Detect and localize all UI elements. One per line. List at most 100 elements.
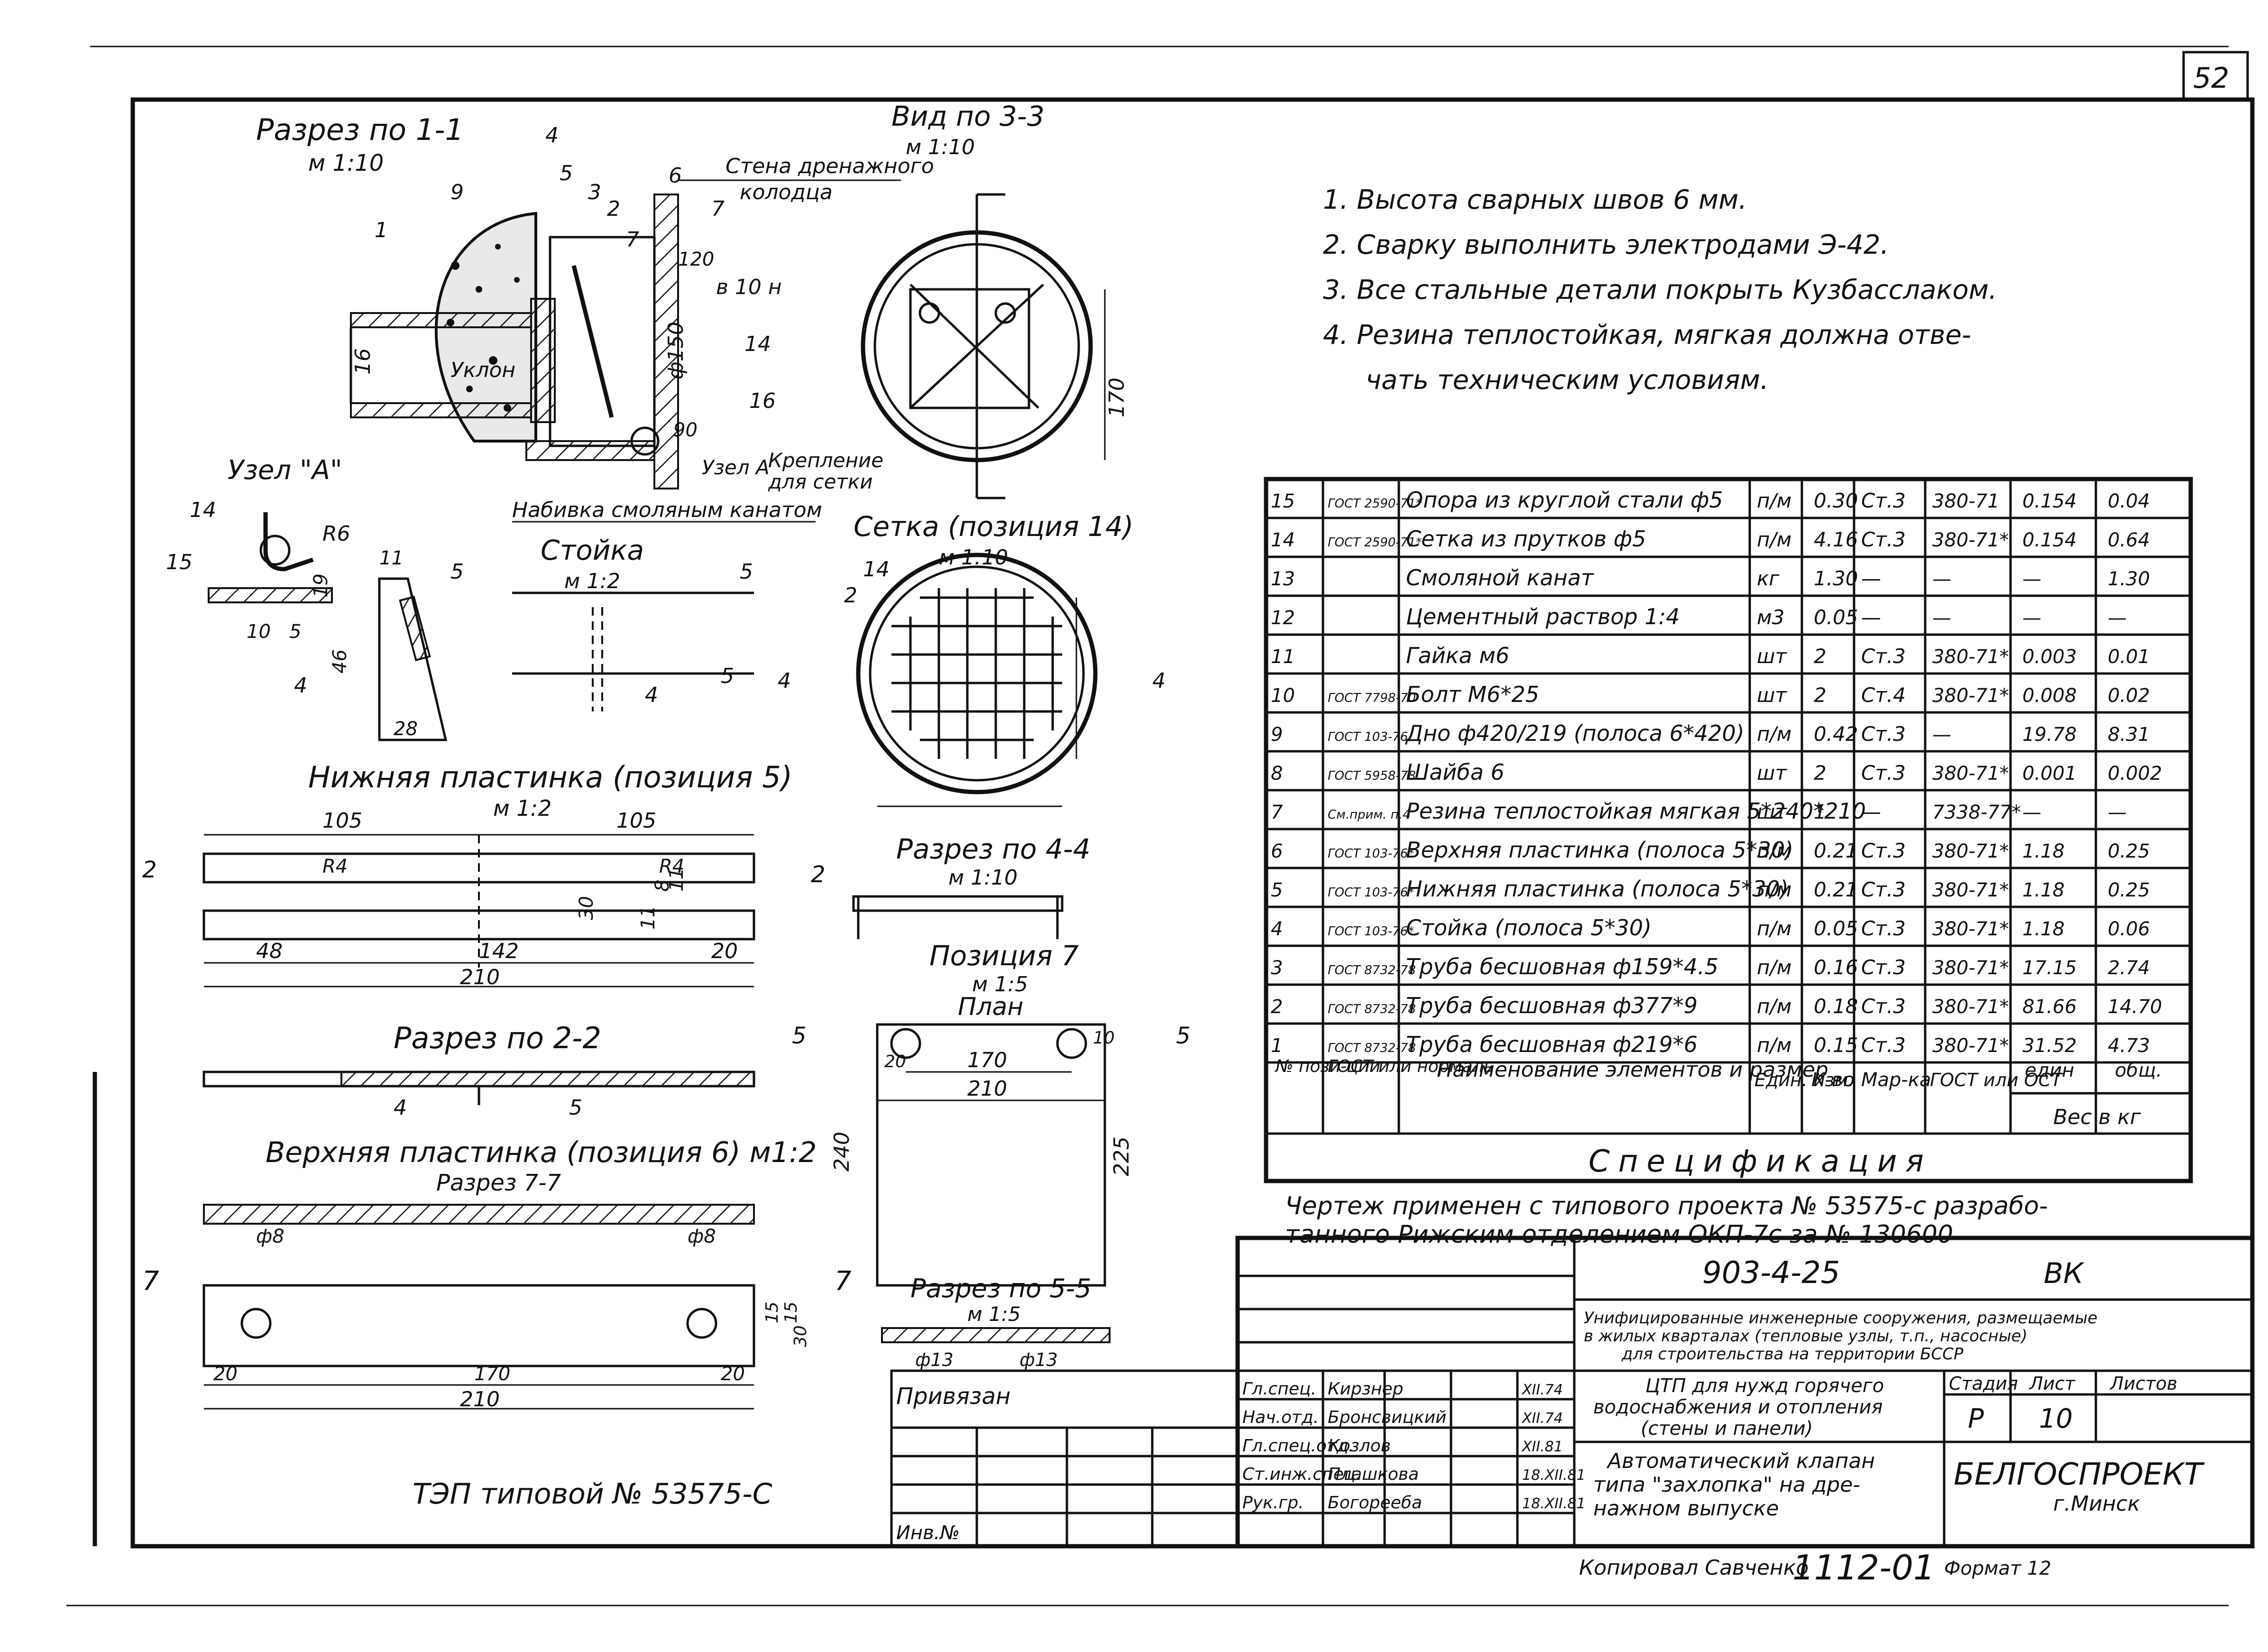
- spec-cell: Шайба 6: [1406, 759, 1505, 785]
- spec-cell: 380-71*: [1932, 918, 2009, 940]
- svg-text:16: 16: [351, 348, 375, 375]
- svg-text:11: 11: [379, 547, 404, 569]
- spec-cell: кг: [1757, 567, 1780, 590]
- svg-text:Разрез 7-7: Разрез 7-7: [436, 1170, 561, 1196]
- spec-cell: 1: [1814, 800, 1827, 823]
- spec-cell: 0.154: [2022, 490, 2077, 512]
- spec-cell: Ст.3: [1861, 917, 1906, 940]
- spec-cell: 12: [1271, 607, 1295, 629]
- svg-text:един: един: [2025, 1060, 2074, 1081]
- valve-flap: [571, 265, 614, 418]
- spec-cell: 0.06: [2108, 918, 2150, 940]
- spec-cell: 0.64: [2108, 529, 2150, 551]
- svg-text:4. Резина теплостойкая, мягка: 4. Резина теплостойкая, мягкая должна от…: [1323, 320, 1971, 351]
- spec-cell: Ст.3: [1861, 956, 1906, 979]
- svg-text:м 1:2: м 1:2: [493, 795, 551, 821]
- spec-cell: 2: [1814, 683, 1827, 707]
- spec-cell: 0.008: [2022, 685, 2077, 707]
- svg-text:3. Все стальные детали покрыт: 3. Все стальные детали покрыть Кузбассла…: [1323, 275, 1997, 305]
- svg-text:ф13: ф13: [915, 1349, 954, 1370]
- svg-text:R4: R4: [322, 856, 348, 877]
- spec-cell: —: [2022, 802, 2041, 823]
- spec-cell: 0.18: [1814, 995, 1858, 1018]
- section-2-2: Разрез по 2-2 4 5: [202, 1021, 755, 1120]
- spec-cell: 3: [1271, 957, 1283, 979]
- spec-cell: 0.001: [2022, 763, 2077, 784]
- svg-text:Уклон: Уклон: [450, 358, 515, 382]
- svg-text:в 10 н: в 10 н: [716, 275, 782, 299]
- spec-cell: ГОСТ 8732-78: [1328, 1002, 1416, 1016]
- spec-cell: 1.30: [2108, 568, 2150, 590]
- svg-text:8: 8: [652, 880, 673, 892]
- svg-text:Узел "А": Узел "А": [228, 455, 342, 486]
- spec-cell: 8.31: [2108, 724, 2150, 746]
- svg-text:28: 28: [394, 718, 418, 740]
- svg-text:ГОСТ или нормаль: ГОСТ или нормаль: [1328, 1057, 1494, 1076]
- spec-cell: 2.74: [2108, 957, 2150, 979]
- signature-cell: XII.74: [1521, 1410, 1563, 1427]
- spec-cell: —: [1861, 800, 1881, 823]
- spec-cell: Ст.3: [1861, 489, 1906, 512]
- svg-text:105: 105: [616, 809, 656, 833]
- spec-cell: 0.04: [2108, 490, 2150, 512]
- svg-text:10: 10: [2039, 1403, 2073, 1434]
- signature-cell: Кирзнер: [1328, 1379, 1404, 1399]
- pipe-top-wall: [350, 312, 532, 328]
- spec-cell: 0.15: [1814, 1034, 1858, 1057]
- spec-cell: 17.15: [2022, 957, 2077, 979]
- spec-cell: 14: [1271, 529, 1295, 551]
- svg-text:210: 210: [967, 1077, 1007, 1101]
- svg-text:210: 210: [460, 965, 500, 989]
- svg-text:Листов: Листов: [2109, 1373, 2177, 1394]
- svg-text:2: 2: [607, 197, 620, 221]
- svg-text:105: 105: [322, 809, 362, 833]
- svg-text:Наименование элементов и разме: Наименование элементов и размер: [1437, 1058, 1828, 1082]
- svg-text:2: 2: [811, 861, 826, 888]
- spec-cell: п/м: [1757, 722, 1791, 746]
- spec-cell: Ст.3: [1861, 722, 1906, 746]
- svg-text:Позиция 7: Позиция 7: [929, 940, 1079, 972]
- svg-text:Автоматический клапан: Автоматический клапан: [1606, 1449, 1875, 1473]
- svg-text:170: 170: [967, 1048, 1007, 1072]
- section-1-1-title: Разрез по 1-1: [256, 112, 464, 147]
- svg-text:Разрез по 4-4: Разрез по 4-4: [896, 833, 1091, 865]
- spec-cell: 0.003: [2022, 646, 2077, 668]
- svg-text:Верхняя пластинка (позиция 6): Верхняя пластинка (позиция 6) м1:2: [266, 1136, 817, 1169]
- spec-cell: Ст.3: [1861, 761, 1906, 784]
- spec-cell: 0.30: [1814, 489, 1858, 512]
- valve-box: [549, 236, 656, 447]
- svg-text:5: 5: [560, 161, 573, 185]
- svg-text:(стены и панели): (стены и панели): [1641, 1418, 1813, 1440]
- svg-text:4: 4: [545, 123, 559, 148]
- view-3-3: Вид по 3-3 м 1:10 170: [861, 100, 1129, 499]
- svg-text:5: 5: [289, 621, 301, 643]
- spec-cell: п/м: [1757, 528, 1791, 551]
- signature-cell: Плашкова: [1328, 1465, 1419, 1484]
- svg-text:120: 120: [678, 249, 714, 270]
- svg-text:для строительства на территори: для строительства на территории БССР: [1621, 1345, 1964, 1364]
- spec-cell: 4.16: [1814, 528, 1858, 551]
- spec-cell: 380-71*: [1932, 646, 2009, 668]
- svg-text:К-во: К-во: [1811, 1069, 1855, 1091]
- signature-cell: Козлов: [1328, 1436, 1391, 1456]
- svg-text:4: 4: [394, 1096, 407, 1120]
- spec-cell: п/м: [1757, 1034, 1791, 1057]
- spec-cell: 0.21: [1814, 878, 1858, 901]
- svg-text:5: 5: [792, 1023, 807, 1049]
- svg-text:11: 11: [666, 868, 688, 892]
- spec-cell: шт: [1757, 683, 1787, 707]
- spec-cell: 0.16: [1814, 956, 1858, 979]
- spec-cell: 8: [1271, 763, 1283, 784]
- spec-cell: п/м: [1757, 878, 1791, 901]
- spec-cell: п/м: [1757, 956, 1791, 979]
- spec-cell: п/м: [1757, 489, 1791, 512]
- spec-cell: Цементный раствор 1:4: [1406, 604, 1680, 629]
- svg-text:90: 90: [673, 419, 698, 441]
- svg-text:20: 20: [711, 939, 738, 963]
- spec-cell: ГОСТ 8732-78: [1328, 963, 1416, 978]
- spec-cell: 9: [1271, 724, 1283, 746]
- svg-text:48: 48: [256, 939, 283, 963]
- spec-cell: Ст.3: [1861, 995, 1906, 1018]
